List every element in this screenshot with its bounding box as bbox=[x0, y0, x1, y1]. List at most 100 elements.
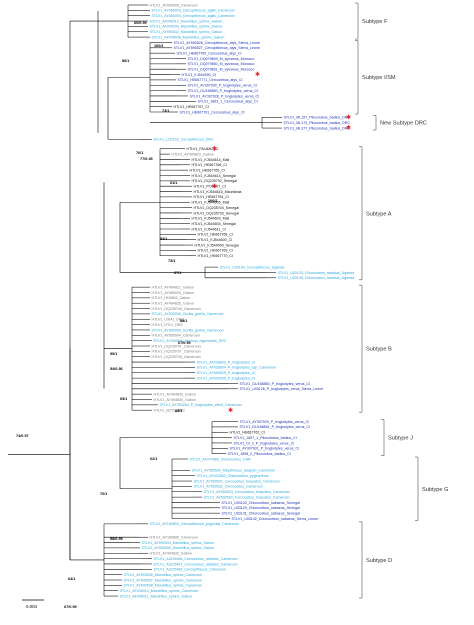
taxon-label: HTLV1_HE667769_CI bbox=[198, 249, 234, 253]
taxon-label: STLV1_U33152_Cercopithecus_DRC bbox=[154, 138, 214, 142]
taxon-label: STLV1_HE667760_Cercocebus_atys_CI bbox=[177, 51, 242, 55]
taxon-label: HTLV1_HE667768_CI bbox=[198, 233, 234, 237]
taxon-label: HTLV1_KJ544600_CI bbox=[198, 238, 233, 242]
taxon-label: STLV1_AY393264_P_troglodytes_ellioti_Cam… bbox=[160, 403, 242, 407]
taxon-label: HTLV1_AY494833_Gabon bbox=[154, 392, 196, 396]
taxon-label: HTLV1_HH0802_Gabon bbox=[152, 296, 191, 300]
taxon-label: HTLV1_KJ544615_Mauritania bbox=[194, 190, 242, 194]
taxon-label: HTLV1_HTLV_DRC bbox=[152, 323, 184, 327]
star-marker: ✱ bbox=[346, 125, 351, 132]
taxon-label: STLV1_AY590536_Mandrillus_sphinx_Cameroo… bbox=[124, 573, 203, 577]
taxon-label: HTLV1_HE667765_CI bbox=[190, 168, 226, 172]
taxon-label: STLV1_AY590535_Mandrillus_sphinx_Gabon bbox=[142, 546, 215, 550]
taxon-label: HTLV1_KJ544603_Mali bbox=[192, 217, 230, 221]
bootstrap-value: 83/1 bbox=[160, 237, 167, 241]
taxon-label: STLV1_ML377_Pilocolobus_badius_DRC bbox=[284, 126, 351, 130]
taxon-label: STLV1_HE667771_Cercocebus_atys_CI bbox=[178, 78, 243, 82]
taxon-label: STLV1_AY590531_Cercocebus_torquatus_Came… bbox=[194, 479, 280, 483]
taxon-label: STLV1_AY307930_P_troglodytes_verus_CI bbox=[188, 84, 258, 88]
taxon-label: HTLV1_PON107_CI bbox=[194, 185, 226, 189]
scale-bar: 0.004 bbox=[22, 599, 44, 609]
bootstrap-value: 73/1 bbox=[168, 259, 175, 263]
bootstrap-value: 54/0.96 bbox=[110, 367, 123, 371]
star-marker: ✱ bbox=[255, 71, 260, 78]
taxon-label: STLV1_HE667761_Cercocebus_atys_CI bbox=[180, 110, 245, 114]
star-marker: ✱ bbox=[228, 407, 233, 414]
taxon-label: HTLV1_HE667762_CI bbox=[230, 431, 266, 435]
taxon-label: HTLV1_KJ544605_Mali bbox=[192, 201, 230, 205]
taxon-label: HTLV1_AY650004_Gabon bbox=[152, 291, 194, 295]
taxon-label: STLV1_U03134_Cercopithecus_Uganda bbox=[220, 265, 285, 269]
subtype-label: Subtype I/SM bbox=[362, 75, 396, 81]
star-marker: ✱ bbox=[212, 183, 217, 190]
subtype-bracket: Subtype B bbox=[359, 284, 392, 413]
taxon-label: STLV1_AY650003_Cercopithecus_agilis_Came… bbox=[152, 9, 235, 13]
taxon-label: HTLV1_DQ235703_Senegal bbox=[194, 211, 240, 215]
bootstrap-value: 67/0.99 bbox=[178, 341, 191, 345]
taxon-label: STLV1_1897_1_Pilocolobus_badius_CI bbox=[234, 436, 297, 440]
taxon-label: HTLV1_AY494821_Gabon bbox=[152, 285, 194, 289]
taxon-label: HTLV1_AY494834_Gabon bbox=[154, 398, 196, 402]
taxon-label: STLV1_AF045008_Mandrillus_sphinx_Gabon bbox=[152, 35, 225, 39]
star-marker: ✱ bbox=[346, 114, 351, 121]
taxon-label: STLV1_ML172_Pilocolobus_badius_DRC bbox=[284, 121, 351, 125]
taxon-label: STLV1_U03132_Chlorocebus_sabaeus_Sierra_… bbox=[232, 517, 319, 521]
bootstrap-value: 67/0.99 bbox=[64, 605, 77, 609]
subtype-bracket: Subtype G bbox=[415, 456, 448, 521]
star-marker: ✱ bbox=[212, 145, 217, 152]
taxon-label: STLV1_AF036804_P_troglodytes_ssp_Cameroo… bbox=[197, 366, 277, 370]
subtype-bracket: Subtype J bbox=[381, 419, 413, 456]
bootstrap-value: 73/1 bbox=[162, 109, 169, 113]
taxon-label: STLV1_AY590526_Cercopithecus_atys_Sierra… bbox=[174, 41, 260, 45]
bootstrap-value: 99/1 bbox=[110, 352, 117, 356]
subtype-bracket: New Subtype DRC bbox=[373, 115, 427, 131]
taxon-label: STLV1_DI_2_P_troglodytes_verus_CI bbox=[234, 441, 295, 445]
taxon-label: STLV1_AY590530_Miopithecus_talapoin_Came… bbox=[192, 469, 276, 473]
taxon-label: STLV1_AF045009_Mandrillus_sphinx_Gabon bbox=[150, 25, 223, 29]
bootstrap-value: 77/0.45 bbox=[140, 157, 153, 161]
taxon-label: HTLV1_I6270_DRC bbox=[154, 409, 186, 413]
taxon-label: HTLV1_KJ544604_Senegal bbox=[192, 222, 236, 226]
scale-bar-label: 0.004 bbox=[26, 604, 38, 609]
taxon-label: HTLV1_L0641_DRC bbox=[152, 318, 185, 322]
bootstrap-value: 100/1 bbox=[154, 44, 164, 48]
taxon-label: STLV1_AJ225467_Cercocebus_nictitans_Came… bbox=[154, 562, 238, 566]
taxon-label: HTLV1_DQ235706_Cameroon bbox=[152, 307, 201, 311]
taxon-label: HTLV1_AY169806_Cameroon bbox=[150, 536, 198, 540]
bootstrap-value: 58/0.99 bbox=[110, 537, 123, 541]
bootstrap-value: 65/1 bbox=[120, 397, 127, 401]
subtype-label: Subtype D bbox=[366, 558, 392, 564]
taxon-labels: HTLV1_AY650005_CameroonSTLV1_AY650003_Ce… bbox=[120, 3, 355, 598]
taxon-label: STLV1_AF045012_Mandrillus_sphinx_Gabon bbox=[150, 19, 223, 23]
taxon-label: HTLV1_DQ235702_Senegal bbox=[192, 179, 238, 183]
subtype-bracket: Subtype D bbox=[359, 521, 392, 599]
taxon-label: STLV1_AY590532_Cercocebus_Cameroon bbox=[194, 485, 263, 489]
taxon-label: STLV1_AY590532_Mandrillus_sphinx_Gabon bbox=[150, 30, 223, 34]
bootstrap-value: 76/1 bbox=[136, 151, 143, 155]
taxon-label: STLV1_AJ225466_Cercocebus_nictitans_Came… bbox=[154, 557, 238, 561]
subtype-bracket: Subtype I/SM bbox=[355, 40, 396, 115]
taxon-label: STLV1_AY590534_Cercocebus_torquatus_Came… bbox=[204, 495, 290, 499]
taxon-label: HTLV1_PAU480_CI bbox=[187, 147, 219, 151]
taxon-label: HTLV1_HE667770_CI bbox=[198, 254, 234, 258]
taxon-label: STLV1_U03136_Chlorocebus_tantalus_Uganda bbox=[278, 276, 355, 280]
bootstrap-value: 67/1 bbox=[174, 271, 181, 275]
subtype-label: Subtype A bbox=[366, 211, 392, 217]
taxon-label: STLV1_U03126_P_troglodytes_verus_Sierra_… bbox=[240, 387, 324, 391]
taxon-label: HTLV1_AY494832_Gabon bbox=[150, 552, 192, 556]
taxon-label: STLV1_AY307931_P_troglodytes_verus_CI bbox=[230, 447, 300, 451]
taxon-label: STLV1_1898_2_Pilocolobus_badius_CI bbox=[228, 452, 291, 456]
taxon-label: STLV1_U03130_Chlorocebus_sabaeus_Senegal bbox=[222, 501, 300, 505]
taxon-label: STLV1_AY307929_P_troglodytes_verus_CI bbox=[240, 420, 310, 424]
taxon-label: STLV1_AF036803_P_troglodytes_CI bbox=[197, 360, 256, 364]
bootstrap-value: 85/1 bbox=[175, 409, 182, 413]
bootstrap-labels: 60/0.99100/186/173/176/177/0.4561/1100/1… bbox=[16, 21, 351, 609]
bootstrap-value: 64/1 bbox=[68, 577, 75, 581]
taxon-label: HTLV1_AY650005_Cameroon bbox=[150, 3, 198, 7]
taxon-label: HTLV1_AY494823_Gabon bbox=[172, 152, 214, 156]
taxon-label: HTLV1_AY650004_Cameroon bbox=[152, 334, 200, 338]
taxon-label: HTLV1_DQ235708_Cameroon bbox=[152, 355, 201, 359]
taxon-label: HTLV1_DQ235701_Cameroon bbox=[152, 344, 201, 348]
